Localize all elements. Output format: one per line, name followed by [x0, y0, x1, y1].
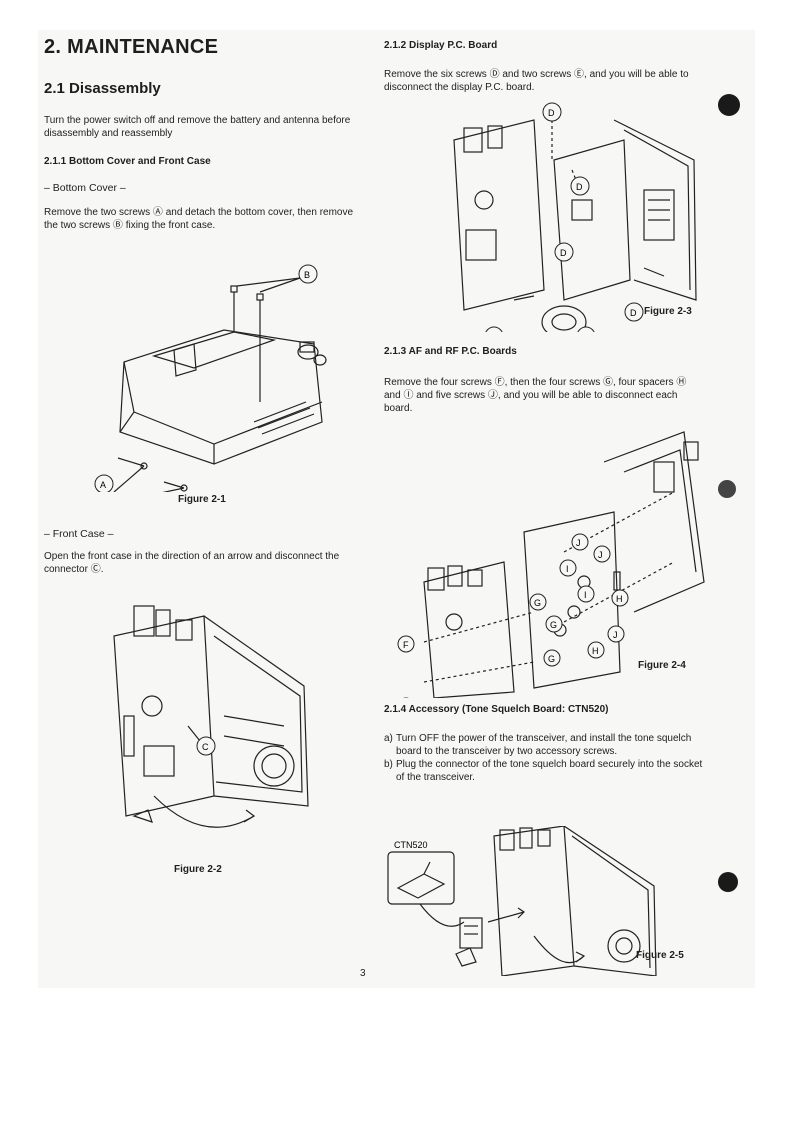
figure-2-3-caption: Figure 2-3 — [644, 306, 692, 317]
figure-2-5-caption: Figure 2-5 — [636, 950, 684, 961]
step-b: b)Plug the connector of the tone squelch… — [384, 758, 704, 784]
punch-hole-top — [718, 94, 740, 116]
step-a: a)Turn OFF the power of the transceiver,… — [384, 732, 704, 758]
fig3-label-d1: D — [548, 108, 555, 118]
punch-hole-bottom — [718, 872, 738, 892]
accessory-steps: a)Turn OFF the power of the transceiver,… — [384, 732, 704, 784]
front-case-heading: – Front Case – — [44, 528, 114, 540]
step-a-marker: a) — [384, 733, 393, 744]
fig4-label-j3: J — [613, 630, 618, 640]
fig3-label-d2: D — [576, 182, 583, 192]
fig4-label-h1: H — [616, 594, 623, 604]
section-title: 2.1 Disassembly — [44, 80, 161, 97]
figure-2-1-caption: Figure 2-1 — [178, 494, 226, 505]
punch-hole-middle — [718, 480, 736, 498]
chapter-title: 2. MAINTENANCE — [44, 36, 219, 58]
figure-2-2: C — [104, 596, 324, 836]
subsection-2-1-3-title: 2.1.3 AF and RF P.C. Boards — [384, 346, 517, 357]
manual-page: 2. MAINTENANCE 2.1 Disassembly Turn the … — [38, 30, 755, 988]
fig4-label-g1: G — [534, 598, 541, 608]
fig3-label-d4: D — [630, 308, 637, 318]
fig4-label-h2: H — [592, 646, 599, 656]
figure-2-2-caption: Figure 2-2 — [174, 864, 222, 875]
figure-2-4-caption: Figure 2-4 — [638, 660, 686, 671]
page-number: 3 — [360, 968, 366, 979]
bottom-cover-heading: – Bottom Cover – — [44, 182, 126, 194]
bottom-cover-text: Remove the two screws Ⓐ and detach the b… — [44, 207, 354, 231]
fig5-inset-label: CTN520 — [394, 840, 428, 850]
display-board-text: Remove the six screws Ⓓ and two screws Ⓔ… — [384, 69, 689, 93]
fig4-label-j1: J — [576, 538, 581, 548]
fig4-label-f1: F — [403, 640, 409, 650]
front-case-text: Open the front case in the direction of … — [44, 551, 340, 575]
fig1-label-b: B — [304, 270, 310, 280]
af-rf-boards-text: Remove the four screws Ⓕ, then the four … — [384, 377, 687, 414]
figure-2-5: CTN520 — [384, 826, 724, 976]
fig4-label-i1: I — [566, 564, 569, 574]
step-b-marker: b) — [384, 759, 393, 770]
step-a-text: Turn OFF the power of the transceiver, a… — [396, 733, 692, 757]
intro-text: Turn the power switch off and remove the… — [44, 115, 351, 139]
subsection-2-1-1-title: 2.1.1 Bottom Cover and Front Case — [44, 156, 211, 167]
fig4-label-g3: G — [548, 654, 555, 664]
figure-2-4: J J I H G G G H J F F I — [384, 422, 724, 698]
figure-2-1: B A — [74, 252, 334, 492]
fig4-label-i2: I — [584, 590, 587, 600]
subsection-2-1-4-title: 2.1.4 Accessory (Tone Squelch Board: CTN… — [384, 704, 609, 715]
figure-2-3: D D D D E E — [404, 100, 704, 332]
fig1-label-a: A — [100, 480, 106, 490]
fig4-label-g2: G — [550, 620, 557, 630]
fig4-label-j2: J — [598, 550, 603, 560]
fig2-label-c: C — [202, 742, 209, 752]
subsection-2-1-2-title: 2.1.2 Display P.C. Board — [384, 40, 498, 51]
step-b-text: Plug the connector of the tone squelch b… — [396, 759, 703, 783]
fig3-label-d3: D — [560, 248, 567, 258]
